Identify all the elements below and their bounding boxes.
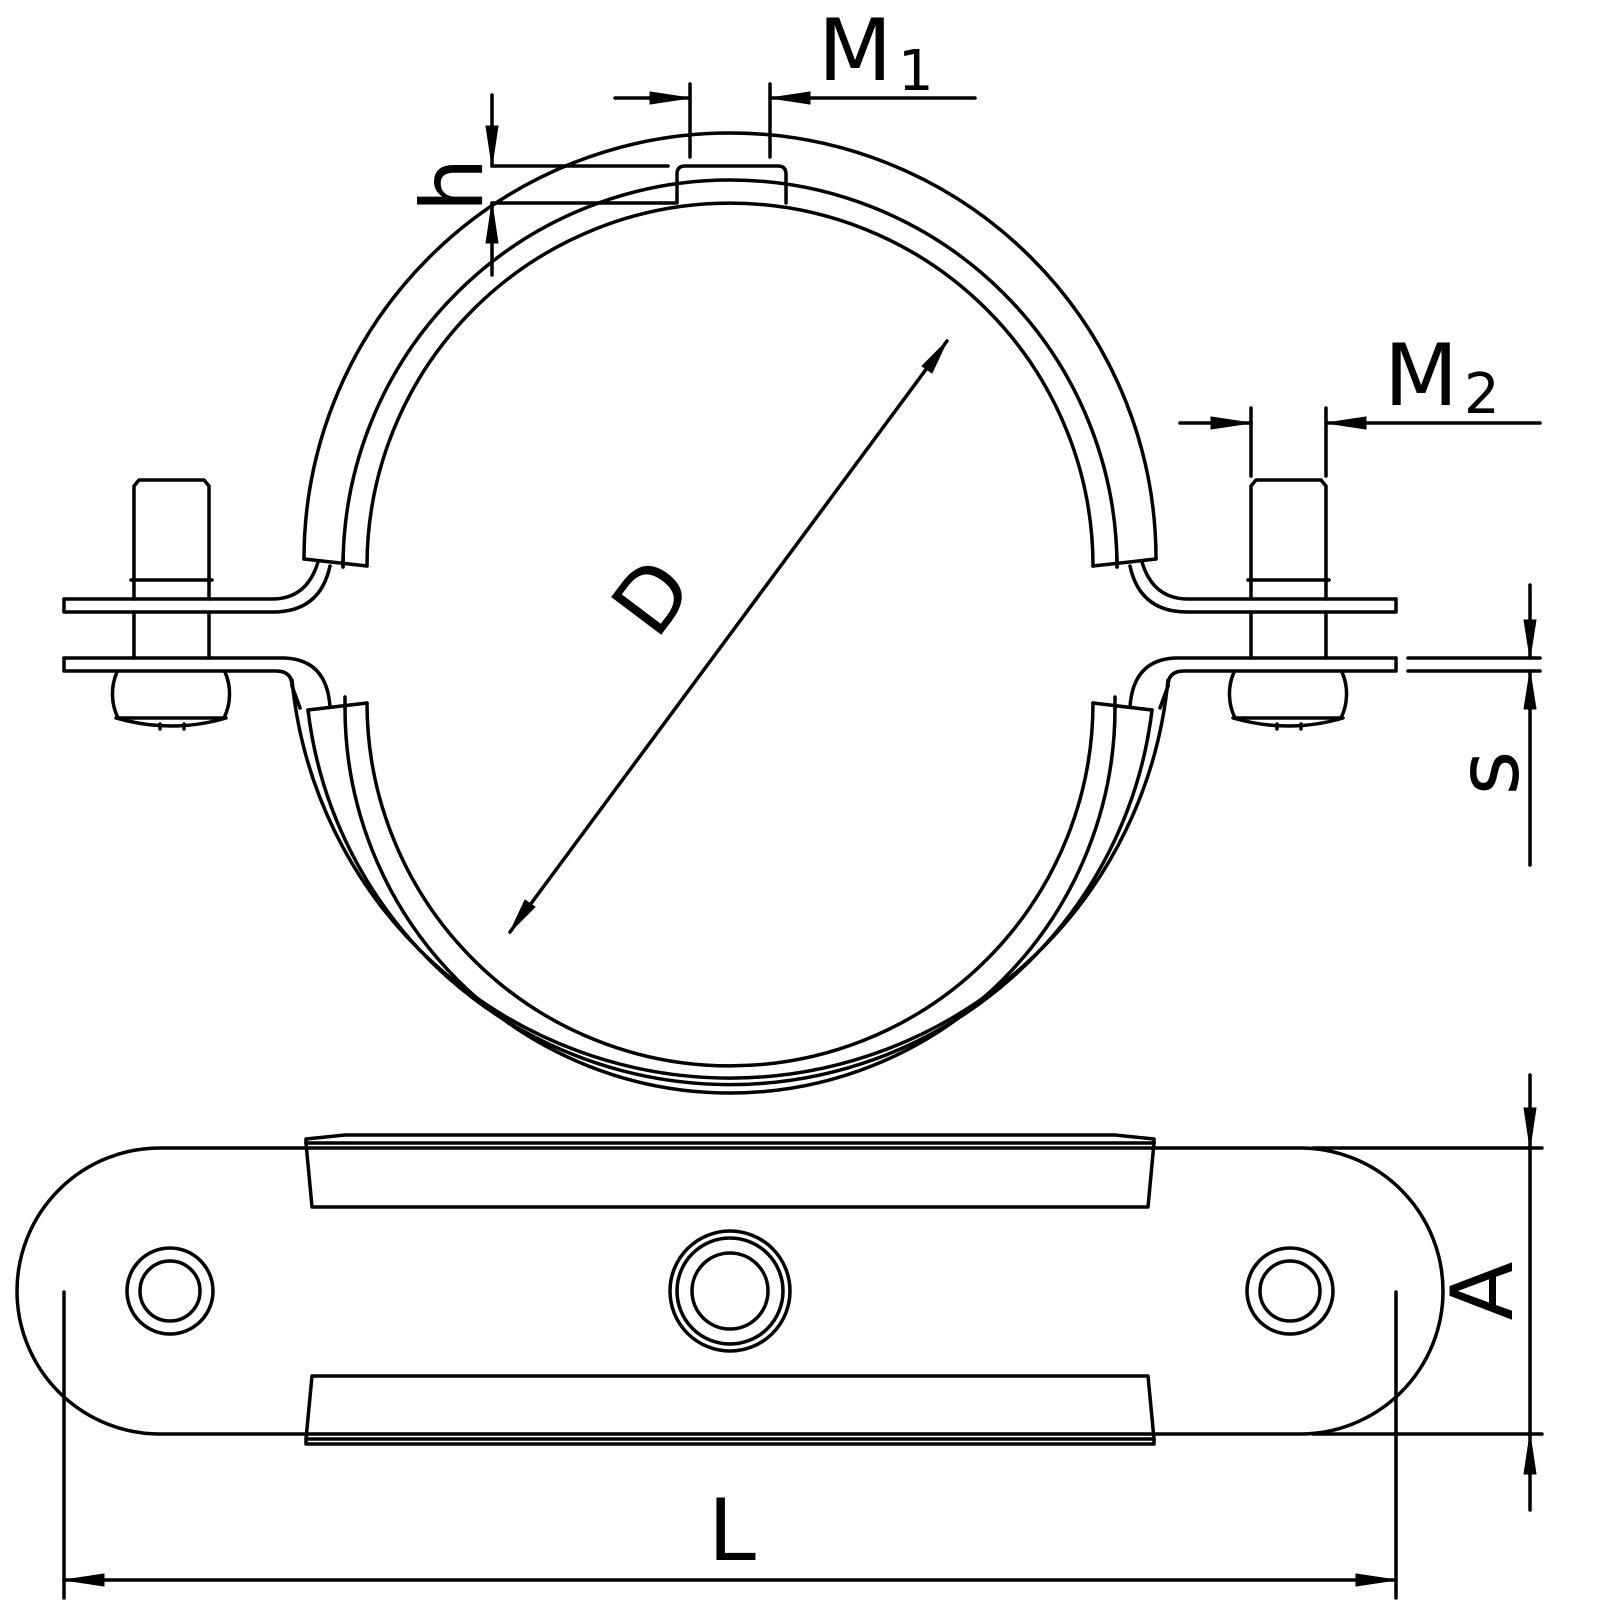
top-weld-nut	[675, 164, 788, 205]
dimension-s: s	[1406, 583, 1542, 867]
label-d: D	[593, 541, 713, 654]
right-hole	[1245, 1246, 1335, 1336]
label-m1: M	[818, 1, 892, 101]
dimension-m2: M 2	[1178, 326, 1542, 478]
upper-clamp-band	[302, 131, 1158, 569]
front-view	[62, 131, 1398, 1095]
right-lower-tab	[1128, 656, 1398, 710]
dimension-l: L	[62, 1290, 1398, 1600]
dimension-m1: M 1	[613, 1, 977, 159]
label-h: h	[403, 158, 503, 213]
label-l: L	[708, 1481, 756, 1581]
top-view	[15, 1133, 1445, 1446]
center-hole	[668, 1229, 792, 1353]
top-view-upper-band	[304, 1133, 1156, 1209]
left-upper-tab	[62, 560, 332, 614]
left-screw	[110, 478, 232, 731]
top-view-lower-band	[304, 1374, 1156, 1446]
label-s: s	[1439, 751, 1539, 796]
lower-clamp-band	[290, 678, 1170, 1095]
dimension-a: A	[1311, 1073, 1544, 1512]
top-view-outline	[15, 1146, 1445, 1436]
label-m2: M	[1384, 326, 1458, 426]
label-a: A	[1433, 1261, 1533, 1320]
left-lower-tab	[62, 656, 332, 710]
left-hole	[125, 1246, 215, 1336]
label-m1-subscript: 1	[898, 39, 934, 104]
right-screw	[1227, 478, 1349, 731]
right-upper-tab	[1128, 560, 1398, 614]
dimension-d: D	[508, 339, 949, 934]
dimension-h: h	[403, 93, 677, 277]
label-m2-subscript: 2	[1464, 362, 1500, 427]
